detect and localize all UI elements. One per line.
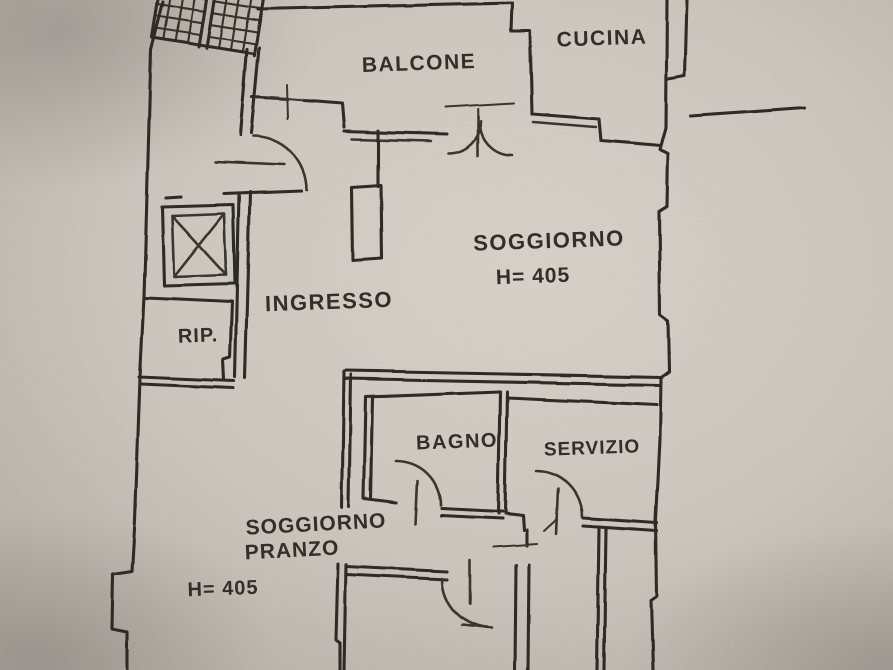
corridor-wall-upper [238, 46, 261, 137]
elevator-outer-box [160, 203, 237, 288]
threshold-mark [492, 519, 557, 548]
hall-door-leaf [460, 558, 492, 630]
pranzo-divider-lower [334, 561, 348, 670]
balcony-parapet-inner [350, 137, 433, 143]
landing-south-wall [164, 189, 304, 200]
french-door-arc-right [478, 120, 514, 157]
stair-treads-right [207, 0, 263, 53]
entrance-door-arc [251, 134, 309, 192]
plan-linework [110, 0, 807, 670]
label-soggiorno-height: H= 405 [495, 264, 570, 290]
bagno-door-arc [394, 459, 442, 507]
label-soggiorno-pranzo-height: H= 405 [187, 577, 259, 601]
lower-room-top-wall [344, 564, 449, 581]
label-soggiorno: SOGGIORNO [473, 225, 625, 255]
servizio-door-leaf [554, 487, 560, 536]
south-wall-west [137, 375, 236, 390]
entrance-door-leaf [213, 160, 287, 167]
pranzo-divider-upper [340, 370, 353, 510]
outer-wall-east [649, 0, 671, 670]
survey-cross-icon [270, 84, 305, 120]
label-cucina: CUCINA [556, 25, 647, 51]
label-balcone: BALCONE [361, 50, 476, 77]
servizio-walls [503, 396, 659, 548]
cucina-south-wall-inner [531, 120, 598, 129]
outer-wall-left [110, 0, 165, 670]
outer-wall-top [256, 1, 534, 116]
label-bagno: BAGNO [416, 430, 499, 455]
french-door-threshold [444, 102, 515, 108]
staircase-icon [150, 0, 266, 58]
bagno-servizio-divider [496, 390, 509, 515]
ingresso-divider-pillar [350, 128, 384, 263]
label-ingresso: INGRESSO [265, 287, 394, 316]
elevator-icon [160, 203, 237, 288]
neighbor-wall-stub [689, 106, 807, 118]
bagno-walls [362, 390, 504, 520]
label-servizio: SERVIZIO [544, 436, 641, 460]
bagno-door-leaf [413, 479, 419, 526]
cucina-south-wall [530, 112, 663, 148]
outer-wall-top-right [666, 0, 689, 81]
lower-hall-walls [513, 527, 608, 670]
elevator-x-cross [170, 212, 228, 279]
soggiorno-south-wall [344, 369, 664, 387]
room-labels: BALCONE CUCINA SOGGIORNO H= 405 INGRESSO… [177, 25, 647, 601]
label-soggiorno-pranzo-2: PRANZO [244, 537, 340, 565]
corridor-wall-lower [233, 190, 252, 380]
rip-room-walls [144, 296, 234, 382]
servizio-door-arc [534, 469, 584, 519]
label-ripostiglio: RIP. [177, 324, 218, 347]
stair-stringer [150, 0, 266, 58]
french-door-icon [444, 102, 515, 157]
